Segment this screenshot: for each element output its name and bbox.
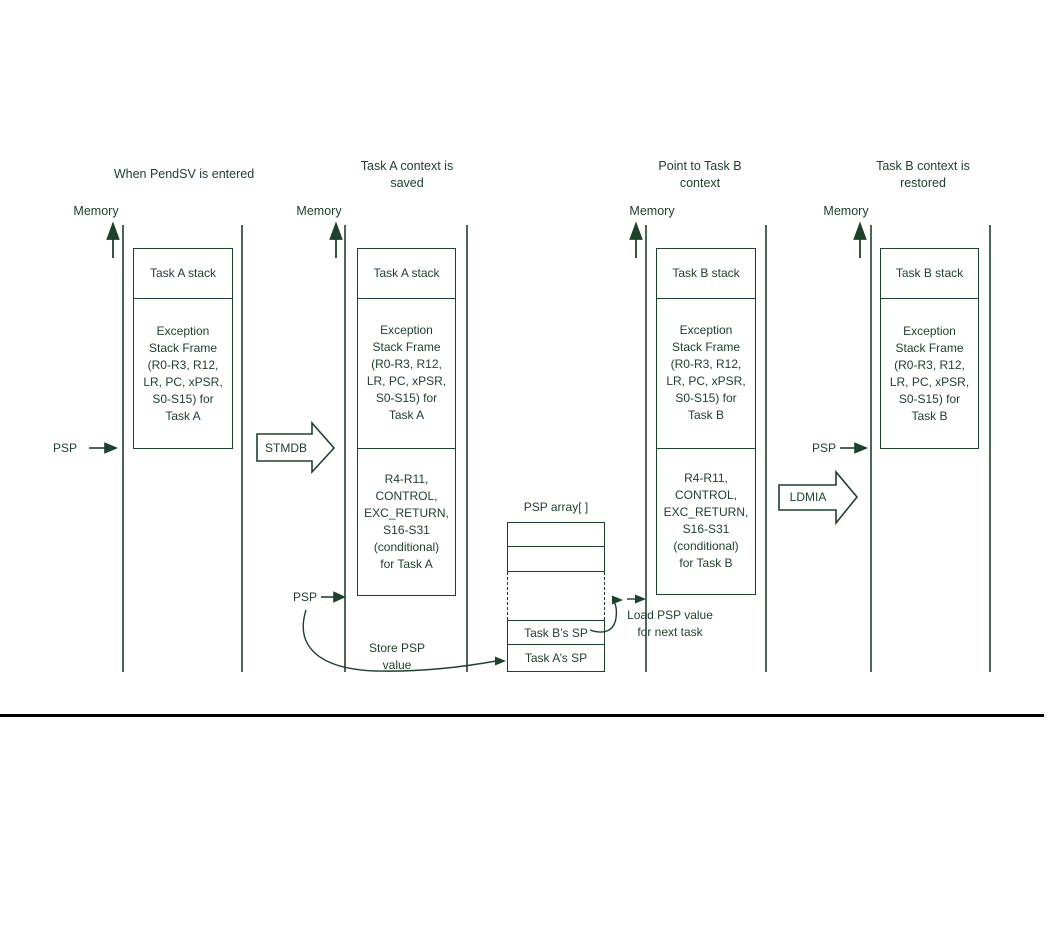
stack-title: Task B stack [672,266,740,280]
psp-label: PSP [52,441,77,455]
stage-title: Point to Task B context [658,159,742,190]
memory-label: Memory [629,204,675,218]
psp-label: PSP [292,590,317,604]
load-psp-annotation: Load PSP value for next task [627,608,713,639]
page-separator-line [0,714,1044,717]
psp-array-row [507,547,605,572]
psp-label: PSP [811,441,836,455]
stage-title: Task B context is restored [876,159,970,190]
psp-array-row [507,522,605,547]
exception-stack-frame-text: Exception Stack Frame (R0-R3, R12, LR, P… [666,323,746,423]
task-b-stack-box-restored: Task B stack Exception Stack Frame (R0-R… [880,248,979,449]
task-a-stack-box: Task A stack Exception Stack Frame (R0-R… [133,248,233,449]
saved-registers-text: R4-R11, CONTROL, EXC_RETURN, S16-S31 (co… [663,471,749,571]
psp-array-row-task-b: Task B’s SP [507,620,605,645]
memory-up-arrow-icon [631,224,642,258]
store-psp-annotation: Store PSP value [368,641,426,672]
exception-stack-frame-text: Exception Stack Frame (R0-R3, R12, LR, P… [366,323,447,423]
memory-up-arrow-icon [331,224,342,258]
stack-title: Task A stack [373,266,440,280]
memory-label: Memory [823,204,869,218]
memory-up-arrow-icon [855,224,866,258]
saved-registers-text: R4-R11, CONTROL, EXC_RETURN, S16-S31 (co… [364,471,449,571]
psp-array-table: Task B’s SP Task A’s SP [507,522,605,672]
psp-array-ellipsis-gap [507,572,605,620]
stack-title: Task A stack [149,266,217,280]
memory-label: Memory [296,204,342,218]
stmdb-label: STMDB [265,441,307,455]
psp-array-row-task-a: Task A’s SP [507,645,605,672]
stage-title: When PendSV is entered [113,167,255,181]
stack-title: Task B stack [895,266,964,280]
psp-pointer-arrow-icon [89,444,116,453]
task-b-stack-box-pointed: Task B stack Exception Stack Frame (R0-R… [656,248,756,595]
psp-array-title: PSP array[ ] [523,500,589,514]
task-a-stack-box-saved: Task A stack Exception Stack Frame (R0-R… [357,248,456,596]
exception-stack-frame-text: Exception Stack Frame (R0-R3, R12, LR, P… [143,323,223,423]
memory-up-arrow-icon [108,224,119,258]
exception-stack-frame-text: Exception Stack Frame (R0-R3, R12, LR, P… [889,323,970,423]
stage-title: Task A context is saved [360,159,454,190]
memory-label: Memory [73,204,119,218]
ldmia-label: LDMIA [789,490,827,504]
